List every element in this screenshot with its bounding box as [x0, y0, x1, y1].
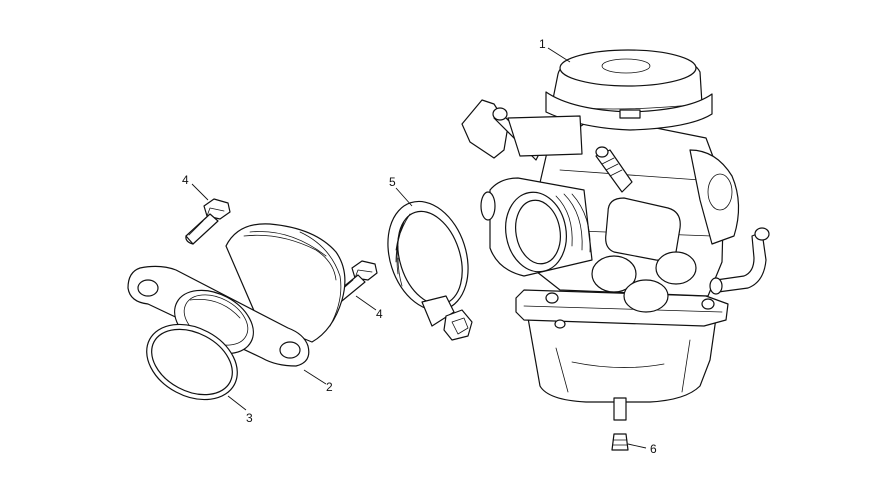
hose-clamp [387, 200, 473, 341]
callout-3: 3 [246, 411, 253, 425]
callout-6: 6 [650, 442, 657, 456]
callout-5: 5 [389, 175, 396, 189]
flange-hole-left [137, 279, 159, 297]
callout-4-upper: 4 [182, 173, 189, 187]
flange-hole-right [279, 341, 301, 359]
drain-screw [611, 433, 629, 451]
o-ring [146, 323, 238, 401]
callout-1: 1 [539, 37, 546, 51]
bolt-upper-left [185, 198, 231, 245]
leader-lines [191, 47, 647, 449]
callout-4-right: 4 [376, 307, 383, 321]
callout-2: 2 [326, 380, 333, 394]
carburetor-body [461, 49, 770, 421]
